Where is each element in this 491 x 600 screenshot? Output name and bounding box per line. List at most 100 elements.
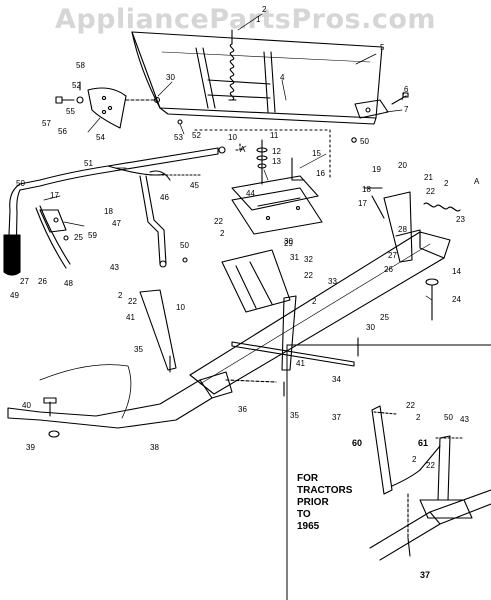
label-part-18b: 18 [362, 185, 371, 194]
label-part-1: 1 [256, 15, 261, 24]
inset-note: FOR TRACTORS PRIOR TO 1965 [297, 473, 352, 533]
label-part-11: 11 [270, 131, 279, 140]
label-part-36: 36 [238, 405, 247, 414]
label-part-13: 13 [272, 157, 281, 166]
label-part-40: 40 [22, 401, 31, 410]
label-part-35a: 35 [134, 345, 143, 354]
label-part-50d: 50 [444, 413, 453, 422]
label-part-35b: 35 [290, 411, 299, 420]
plow-blade [131, 29, 409, 143]
label-part-18a: 18 [104, 207, 113, 216]
label-part-28: 28 [398, 225, 407, 234]
label-part-48: 48 [64, 279, 73, 288]
label-part-33: 33 [328, 277, 337, 286]
label-part-41b: 41 [296, 359, 305, 368]
push-bar [7, 364, 277, 438]
label-part-61: 61 [418, 438, 428, 448]
label-part-17b: 17 [358, 199, 367, 208]
label-part-2b: 2 [220, 229, 225, 238]
label-part-22e: 22 [406, 401, 415, 410]
label-part-56: 56 [58, 127, 67, 136]
part-number-labels: 2 1 5 4 6 7 58 52 55 57 56 54 30 53 50 5… [10, 5, 480, 580]
label-part-30a: 30 [166, 73, 175, 82]
label-part-26b: 26 [384, 265, 393, 274]
label-part-14: 14 [452, 267, 461, 276]
lift-bracket-assembly [194, 129, 331, 235]
label-part-38: 38 [150, 443, 159, 452]
label-part-53: 53 [174, 133, 183, 142]
label-part-2g: 2 [412, 455, 417, 464]
label-part-A-b: A [474, 177, 480, 186]
label-part-2d: 2 [312, 297, 317, 306]
label-part-24: 24 [452, 295, 461, 304]
label-part-A-a: A [240, 145, 246, 154]
label-part-43b: 43 [460, 415, 469, 424]
inset-note-line-4: TO [297, 509, 311, 520]
label-part-2: 2 [262, 5, 267, 14]
watermark-text: AppliancePartsPros.com [54, 4, 437, 35]
a-frame [139, 187, 461, 397]
label-part-44: 44 [246, 189, 255, 198]
label-part-22a: 22 [214, 217, 223, 226]
label-part-43a: 43 [110, 263, 119, 272]
label-part-25a: 25 [74, 233, 83, 242]
label-part-52b: 52 [192, 131, 201, 140]
label-part-59: 59 [88, 231, 97, 240]
label-part-21: 21 [424, 173, 433, 182]
label-part-39: 39 [26, 443, 35, 452]
label-part-2e: 2 [118, 291, 123, 300]
label-part-26a: 26 [38, 277, 47, 286]
label-part-51: 51 [84, 159, 93, 168]
label-part-10a: 10 [228, 133, 237, 142]
label-part-27a: 27 [20, 277, 29, 286]
label-part-50a: 50 [360, 137, 369, 146]
label-part-22b: 22 [426, 187, 435, 196]
label-part-34: 34 [332, 375, 341, 384]
leader-lines [43, 13, 433, 301]
label-part-10b: 10 [176, 303, 185, 312]
label-part-37b: 37 [420, 570, 430, 580]
inset-note-line-1: FOR [297, 473, 319, 484]
inset-note-line-5: 1965 [297, 521, 320, 532]
label-part-15: 15 [312, 149, 321, 158]
label-part-41a: 41 [126, 313, 135, 322]
label-part-23: 23 [456, 215, 465, 224]
inset-note-line-3: PRIOR [297, 497, 329, 508]
label-part-19: 19 [372, 165, 381, 174]
lift-handle [3, 183, 71, 276]
label-part-37a: 37 [332, 413, 341, 422]
label-part-31: 31 [290, 253, 299, 262]
label-part-46: 46 [160, 193, 169, 202]
label-part-2f: 2 [416, 413, 421, 422]
label-part-7: 7 [404, 105, 409, 114]
label-part-16: 16 [316, 169, 325, 178]
label-part-54: 54 [96, 133, 105, 142]
label-part-30b: 30 [284, 237, 293, 246]
label-part-29: 29 [284, 239, 293, 248]
label-part-58: 58 [76, 61, 85, 70]
label-part-22d: 22 [128, 297, 137, 306]
skid-shoe [55, 81, 183, 129]
label-part-60: 60 [352, 438, 362, 448]
label-part-49: 49 [10, 291, 19, 300]
label-part-32: 32 [304, 255, 313, 264]
label-part-22c: 22 [304, 271, 313, 280]
inset-note-line-2: TRACTORS [297, 485, 353, 496]
label-part-47: 47 [112, 219, 121, 228]
label-part-25b: 25 [380, 313, 389, 322]
label-part-50b: 50 [16, 179, 25, 188]
label-part-57: 57 [42, 119, 51, 128]
label-part-55: 55 [66, 107, 75, 116]
label-part-17a: 17 [50, 191, 59, 200]
label-part-2c: 2 [444, 179, 449, 188]
label-part-30c: 30 [366, 323, 375, 332]
inset-brackets [369, 405, 491, 561]
label-part-27b: 27 [388, 251, 397, 260]
label-part-45: 45 [190, 181, 199, 190]
label-part-52a: 52 [72, 81, 81, 90]
label-part-22f: 22 [426, 461, 435, 470]
label-part-50c: 50 [180, 241, 189, 250]
label-part-6: 6 [404, 85, 409, 94]
inset-panel [286, 344, 491, 600]
